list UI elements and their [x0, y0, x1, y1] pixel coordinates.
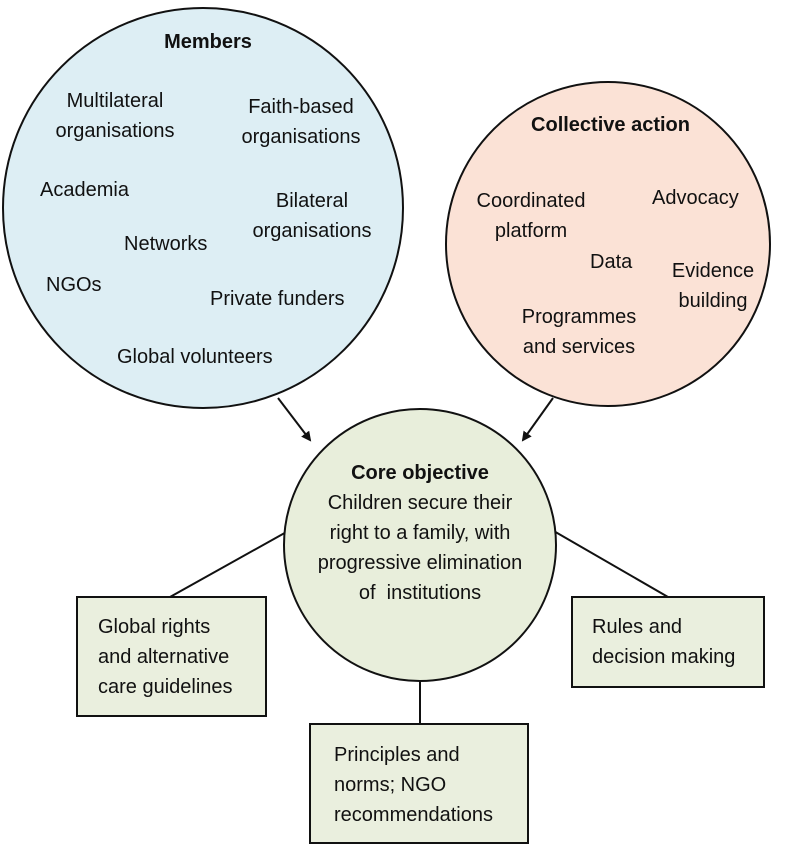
member-multilateral-organisations: Multilateral organisations: [55, 90, 175, 142]
action-data: Data: [590, 251, 633, 273]
member-networks: Networks: [124, 233, 208, 255]
member-private-funders: Private funders: [210, 288, 345, 310]
core-objective-text: Children secure their right to a family,…: [317, 492, 523, 604]
core-objective-circle: [283, 408, 557, 682]
action-programmes-and-services: Programmes and services: [521, 306, 637, 358]
member-academia: Academia: [40, 179, 129, 201]
collective-action-title: Collective action: [531, 114, 690, 136]
action-advocacy: Advocacy: [652, 187, 739, 209]
principles-box: [309, 723, 529, 844]
member-faith-based-organisations: Faith-based organisations: [241, 96, 361, 148]
connector-core-to-rules: [551, 529, 669, 598]
action-evidence-building: Evidence building: [671, 260, 755, 312]
rules-box: [571, 596, 765, 688]
arrow-members-to-core: [277, 397, 312, 442]
rules-label: Rules and decision making: [592, 616, 736, 668]
core-objective-title: Core objective: [351, 462, 489, 484]
connector-core-to-global-rights: [169, 529, 291, 598]
members-title: Members: [164, 31, 252, 53]
members-circle: [2, 7, 404, 409]
arrow-action-to-core: [521, 397, 554, 442]
member-bilateral-organisations: Bilateral organisations: [252, 190, 372, 242]
global-rights-box: [76, 596, 267, 717]
principles-label: Principles and norms; NGO recommendation…: [334, 744, 493, 826]
member-global-volunteers: Global volunteers: [117, 346, 273, 368]
global-rights-label: Global rights and alternative care guide…: [98, 616, 233, 698]
action-coordinated-platform: Coordinated platform: [476, 190, 586, 242]
member-ngos: NGOs: [46, 274, 102, 296]
collective-action-circle: [445, 81, 771, 407]
